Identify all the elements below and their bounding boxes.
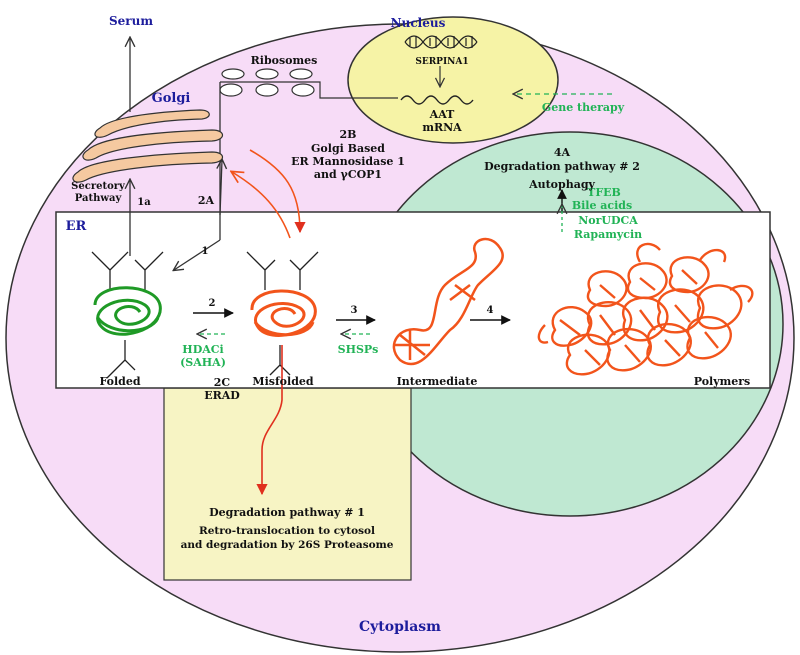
hdaci-label-line1: HDACi [182,343,223,356]
cytoplasm-label: Cytoplasm [359,619,441,635]
mrna-label-line2: mRNA [422,121,462,134]
intermediate-label: Intermediate [397,375,478,388]
folded-protein [93,286,162,336]
step-2a-arrow [220,160,222,216]
mrna-export-line [220,81,398,99]
autophagy-label: Autophagy [528,178,595,191]
nucleus [347,16,559,144]
misfolded-protein [250,289,317,337]
step-1-arrow [174,239,221,270]
secretory-label-line2: Pathway [75,193,123,204]
polymers-label: Polymers [694,375,751,388]
ribosomes-icon [219,68,315,97]
step-1-label: 1 [202,246,209,257]
step-2b-label: 2B [340,128,357,141]
golgi-stacks [72,109,224,183]
step-2-label: 2 [209,298,216,309]
nucleus-label: Nucleus [391,16,446,30]
er-compartment [55,211,771,389]
bile-acids-label: Bile acids [572,199,632,212]
degradation-pathway-2-label: Degradation pathway # 2 [484,160,640,173]
degradation-pathway-1-line2: and degradation by 26S Proteasome [181,539,394,551]
erad-label: ERAD [204,389,240,402]
secretory-label-line1: Secretory [71,181,126,192]
step-2a-label: 2A [198,194,215,207]
erad-arrow [256,345,283,496]
golgi-based-line2: ER Mannosidase 1 [291,155,405,168]
intermediate-protein [392,237,504,366]
gene-therapy-label: Gene therapy [542,101,625,114]
dna-helix-icon [404,35,478,49]
step-2b-arrow [249,149,306,234]
glycan-chains-folded [91,251,164,379]
degradation-pathway-1-label: Degradation pathway # 1 [209,506,365,519]
polymer-aggregate [537,242,754,376]
gene-label: SERPINA1 [415,57,468,67]
golgi-label: Golgi [152,91,191,106]
step-4a-label: 4A [554,146,571,159]
er-label: ER [66,219,87,234]
mrna-squiggle-icon [400,95,474,105]
misfolded-to-golgi-arrow [232,172,291,239]
step-2c-label: 2C [214,376,231,389]
rapamycin-label: Rapamycin [574,228,642,241]
hdaci-label-line2: (SAHA) [180,356,226,369]
degradation-pathway-1-box [163,387,412,581]
step-4-label: 4 [487,305,494,316]
glycan-chains-misfolded [246,251,319,376]
degradation-pathway-1-line1: Retro-translocation to cytosol [199,525,375,537]
misfolded-label: Misfolded [252,375,313,388]
shsps-label: SHSPs [338,343,379,356]
golgi-based-line3: and γCOP1 [314,168,382,181]
golgi-based-line1: Golgi Based [311,142,385,155]
ribosomes-label: Ribosomes [251,54,318,67]
step-1a-label: 1a [137,197,151,208]
folded-label: Folded [99,375,140,388]
mrna-label-line1: AAT [429,108,455,121]
tfeb-label: TFEB [587,186,621,199]
step-3-label: 3 [351,305,358,316]
serum-label: Serum [109,14,153,28]
norudca-label: NorUDCA [578,214,638,227]
